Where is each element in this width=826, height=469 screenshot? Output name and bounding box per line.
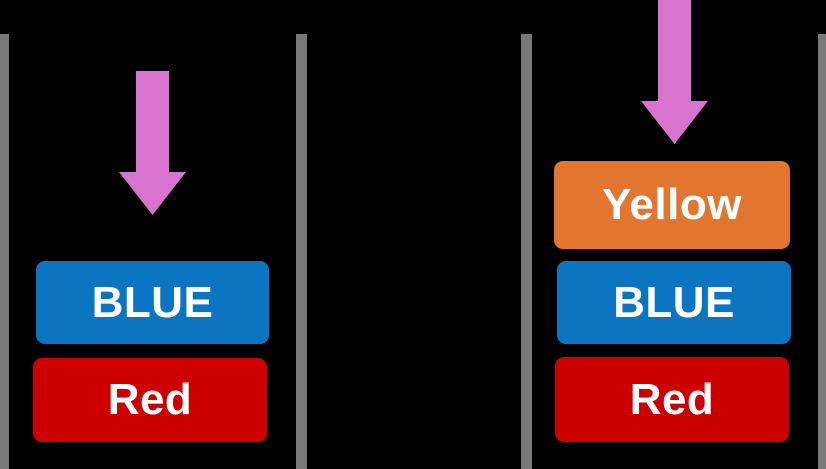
arrow-down-right-column <box>641 0 708 144</box>
button-blue-left[interactable]: BLUE <box>36 261 269 344</box>
button-label: BLUE <box>613 277 735 327</box>
button-label: Yellow <box>602 180 742 229</box>
button-label: BLUE <box>91 277 214 327</box>
button-label: Red <box>629 374 715 424</box>
button-yellow-right[interactable]: Yellow <box>554 161 790 249</box>
button-red-right[interactable]: Red <box>555 357 789 442</box>
button-red-left[interactable]: Red <box>33 358 267 442</box>
divider-left-edge <box>0 34 9 469</box>
divider-column-2-3 <box>521 34 532 469</box>
button-label: Red <box>107 375 193 424</box>
arrow-down-left-column <box>119 71 186 215</box>
divider-right-edge <box>818 34 826 469</box>
button-blue-right[interactable]: BLUE <box>557 261 791 344</box>
divider-column-1-2 <box>296 34 307 469</box>
